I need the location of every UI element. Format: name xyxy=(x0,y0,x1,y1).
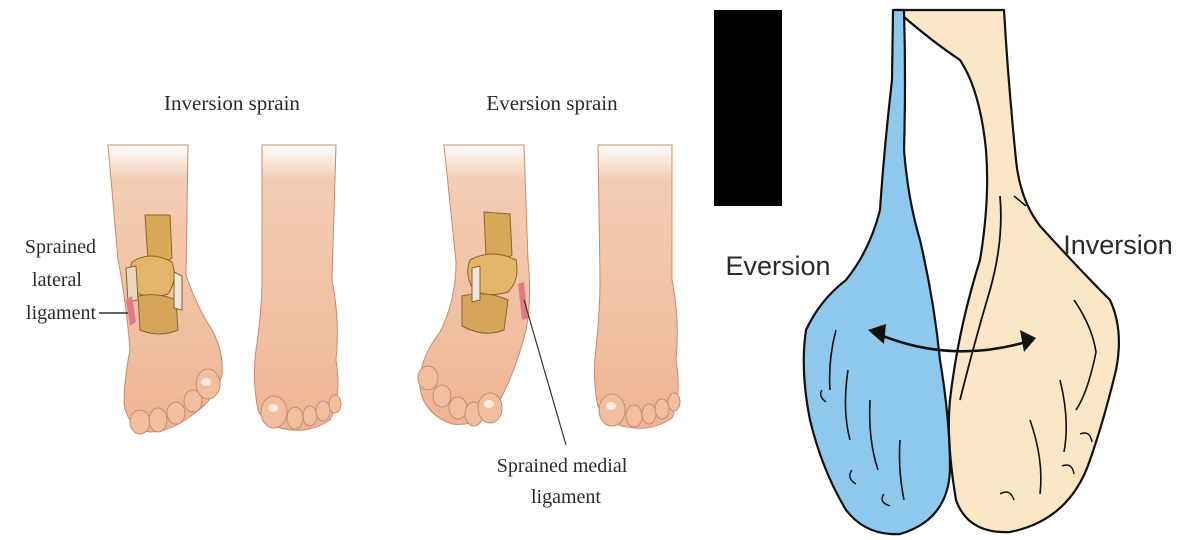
eversion-normal-foot xyxy=(594,145,680,428)
callout-line-2: ligament xyxy=(531,486,601,508)
eversion-sprain-title: Eversion sprain xyxy=(486,91,618,115)
inversion-sprain-title: Inversion sprain xyxy=(164,91,300,115)
eversion-injured-foot xyxy=(418,145,530,426)
inversion-sprain-illustration: Inversion sprain xyxy=(25,91,341,434)
eversion-label: Eversion xyxy=(725,251,830,281)
callout-line-1: Sprained xyxy=(25,236,96,258)
eversion-inversion-sketch: Eversion Inversion xyxy=(714,10,1173,534)
callout-line-1: Sprained medial xyxy=(497,455,628,477)
inversion-injured-foot xyxy=(108,145,222,434)
sprained-lateral-ligament-callout: Sprained lateral ligament xyxy=(25,236,128,324)
inversion-label: Inversion xyxy=(1063,230,1173,260)
callout-line-2: lateral xyxy=(32,269,82,291)
redaction-block xyxy=(714,10,782,206)
callout-line-3: ligament xyxy=(26,302,96,324)
eversion-sprain-illustration: Eversion sprain xyxy=(418,91,680,508)
callout-leader-line xyxy=(524,300,566,445)
inversion-normal-foot xyxy=(254,145,341,430)
